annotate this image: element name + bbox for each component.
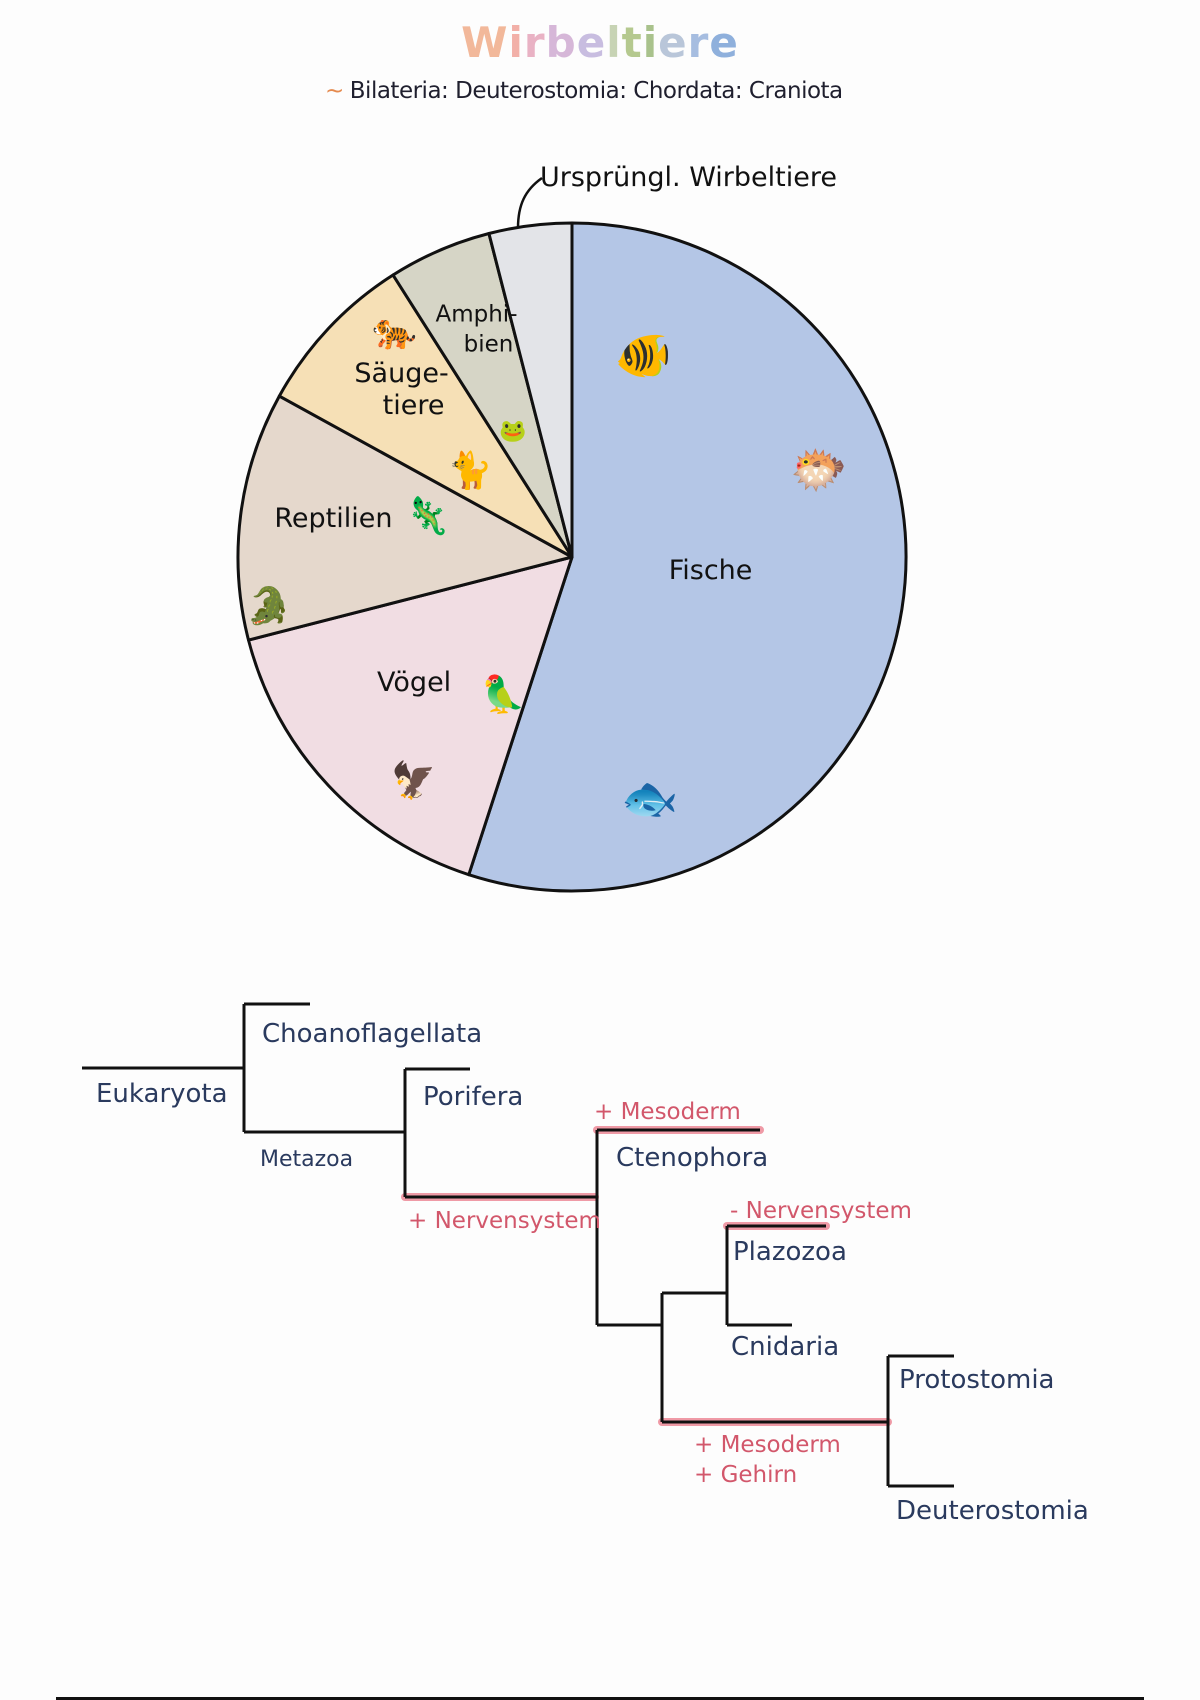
- pie-slice-ursprüngl-wirbeltiere: [487, 221, 574, 559]
- animal-emoji-icon: 🐟: [621, 771, 678, 825]
- title-letter: r: [687, 18, 710, 67]
- title-letter: i: [642, 18, 659, 67]
- annotation-ursprungl-wirbeltiere: Ursprüngl. Wirbeltiere: [540, 162, 837, 193]
- animal-emoji-icon: 🐸: [499, 419, 526, 444]
- tilde-marker: ~: [325, 78, 344, 104]
- animal-emoji-icon: 🐈: [448, 450, 493, 492]
- animal-emoji-icon: 🦅: [391, 759, 436, 802]
- pie-slice-fische: [467, 221, 908, 893]
- slice-label-amphibien: Amphi-bien: [435, 301, 517, 357]
- title-letter: t: [621, 18, 643, 67]
- title-letter: e: [658, 18, 688, 67]
- trait-mesoderm-plus-1: + Mesoderm: [594, 1099, 741, 1125]
- animal-emoji-icon: 🐠: [615, 328, 672, 382]
- animal-emoji-icon: 🐊: [246, 584, 291, 627]
- trait-nervensystem-minus: - Nervensystem: [730, 1198, 912, 1224]
- slice-label-reptilien: Reptilien: [274, 503, 392, 534]
- taxon-ctenophora: Ctenophora: [616, 1143, 768, 1173]
- pie-slice-vögel: [246, 555, 574, 877]
- animal-emoji-icon: 🐅: [372, 311, 417, 352]
- trait-mesoderm-plus-2: + Mesoderm: [694, 1432, 841, 1458]
- animal-emoji-icon: 🦎: [405, 495, 450, 537]
- title-letter: W: [461, 18, 509, 67]
- title-letter: e: [709, 18, 739, 67]
- animal-emoji-icon: 🐡: [790, 442, 847, 496]
- trait-nervensystem-plus: + Nervensystem: [408, 1208, 601, 1234]
- slice-label-fische: Fische: [669, 555, 753, 586]
- title-letter: e: [576, 18, 607, 67]
- pie-slices: [236, 221, 908, 893]
- slice-label-säugetiere: Säuge-tiere: [354, 358, 448, 421]
- trait-gehirn-plus: + Gehirn: [694, 1462, 797, 1488]
- taxon-protostomia: Protostomia: [899, 1365, 1054, 1395]
- animal-emoji-icon: 🦜: [481, 672, 526, 715]
- taxon-porifera: Porifera: [423, 1082, 523, 1112]
- taxonomy-subtitle: ~Bilateria: Deuterostomia: Chordata: Cra…: [325, 78, 843, 104]
- page-title: Wirbeltiere: [0, 18, 1200, 67]
- cladogram: Eukaryota Choanoflagellata Metazoa Porif…: [82, 1002, 1089, 1526]
- taxon-choanoflagellata: Choanoflagellata: [262, 1019, 482, 1049]
- pie-emojis: 🐠 🐡 🐟 🦜 🦅 🦎 🐊 🐅 🐈🐸: [246, 311, 847, 825]
- taxon-eukaryota: Eukaryota: [96, 1079, 228, 1109]
- taxon-deuterostomia: Deuterostomia: [896, 1496, 1089, 1526]
- taxon-metazoa: Metazoa: [260, 1147, 353, 1172]
- annotation-leader-line: [516, 176, 543, 229]
- title-letter: b: [545, 18, 577, 67]
- taxon-plazozoa: Plazozoa: [733, 1237, 847, 1267]
- title-letter: r: [523, 18, 546, 67]
- slice-label-vögel: Vögel: [377, 667, 451, 698]
- page-bottom-rule: [56, 1697, 1144, 1700]
- pie-slice-reptilien: [236, 394, 574, 642]
- taxonomy-path: Bilateria: Deuterostomia: Chordata: Cran…: [349, 78, 843, 104]
- title-letter: l: [606, 18, 622, 67]
- pie-slice-säugetiere: [277, 273, 574, 559]
- title-letter: i: [508, 18, 524, 67]
- taxon-cnidaria: Cnidaria: [731, 1332, 839, 1362]
